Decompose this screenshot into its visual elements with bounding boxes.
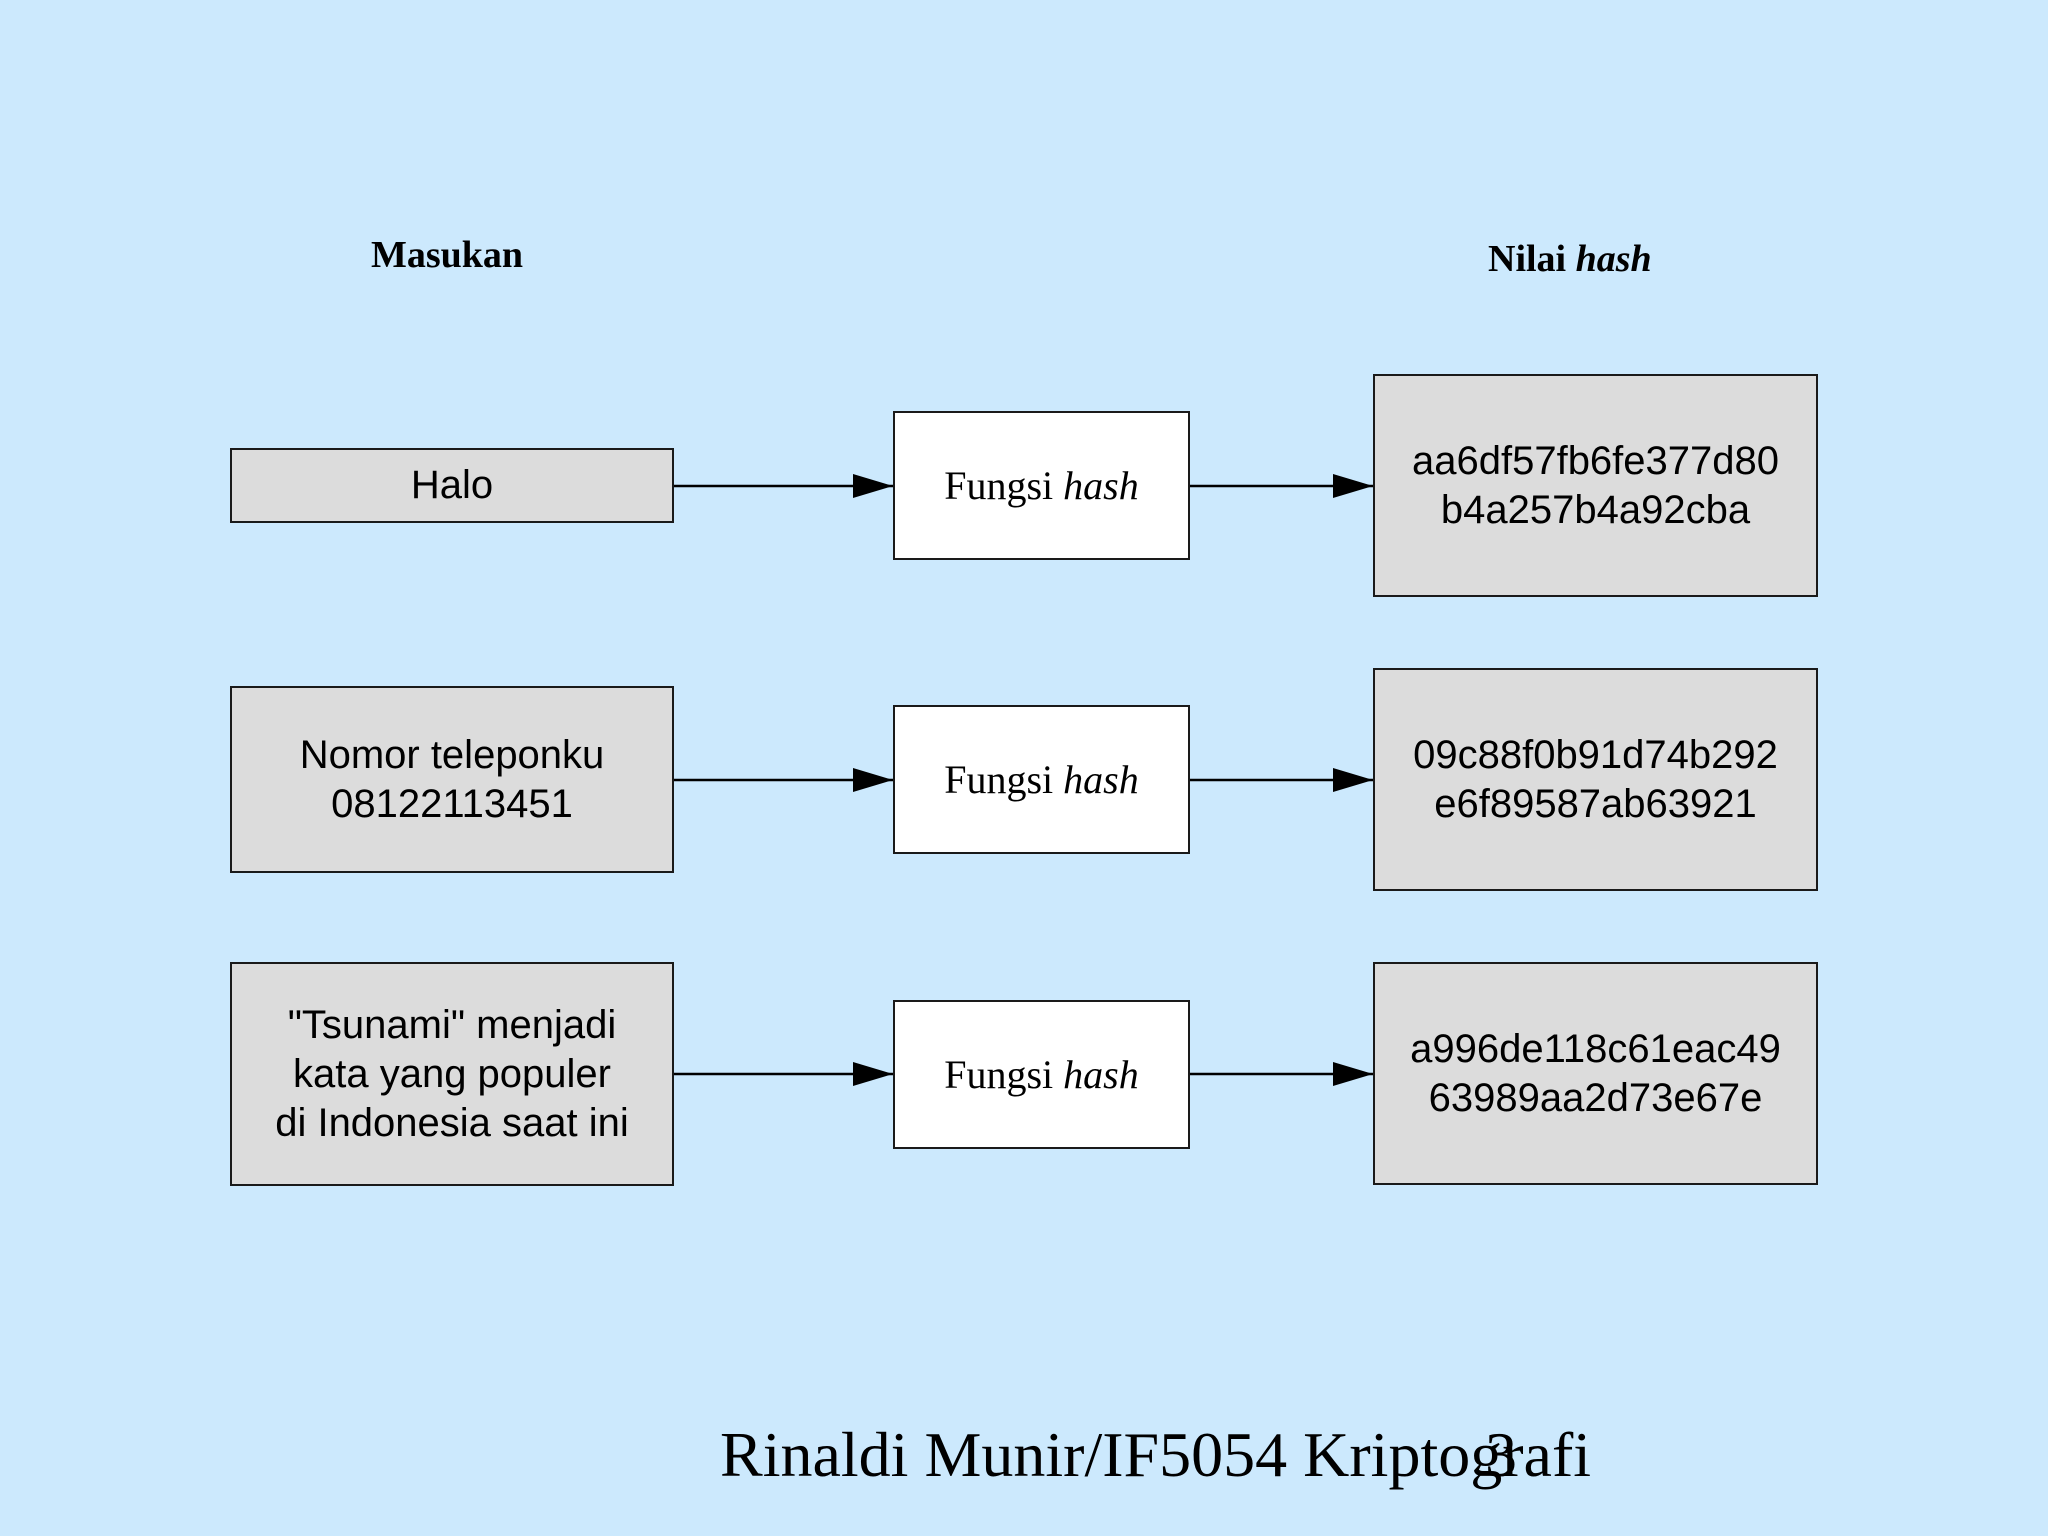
hash-line: aa6df57fb6fe377d80 <box>1411 438 1780 483</box>
output-column-heading: Nilai hash <box>1488 237 1652 281</box>
hash-line: 09c88f0b91d74b292 <box>1413 732 1778 777</box>
input-text-3: "Tsunami" menjadi kata yang populer di I… <box>275 1001 629 1148</box>
input-text-1: Halo <box>411 461 493 510</box>
hash-value-2: 09c88f0b91d74b292 e6f89587ab63921 <box>1413 731 1778 829</box>
function-label-emphasis: hash <box>1063 463 1139 508</box>
function-label-prefix: Fungsi <box>944 757 1064 802</box>
output-heading-prefix: Nilai <box>1488 238 1576 280</box>
function-label-prefix: Fungsi <box>944 1052 1064 1097</box>
hash-function-box-3: Fungsi hash <box>893 1000 1190 1149</box>
input-line: "Tsunami" menjadi <box>287 1002 617 1047</box>
hash-function-box-1: Fungsi hash <box>893 411 1190 560</box>
input-line: Halo <box>410 463 494 507</box>
function-label-emphasis: hash <box>1063 1052 1139 1097</box>
hash-line: e6f89587ab63921 <box>1434 781 1757 826</box>
function-label-1: Fungsi hash <box>944 462 1139 509</box>
hash-line: a996de118c61eac49 <box>1410 1026 1781 1071</box>
input-text-2: Nomor teleponku 08122113451 <box>300 731 605 829</box>
hash-function-box-2: Fungsi hash <box>893 705 1190 854</box>
input-line: 08122113451 <box>331 781 573 826</box>
page-number: 3 <box>1485 1419 1517 1490</box>
input-box-3: "Tsunami" menjadi kata yang populer di I… <box>230 962 674 1186</box>
hash-output-box-1: aa6df57fb6fe377d80 b4a257b4a92cba <box>1373 374 1818 597</box>
hash-output-box-2: 09c88f0b91d74b292 e6f89587ab63921 <box>1373 668 1818 891</box>
hash-output-box-3: a996de118c61eac49 63989aa2d73e67e <box>1373 962 1818 1185</box>
hash-line: 63989aa2d73e67e <box>1428 1075 1763 1120</box>
input-line: di Indonesia saat ini <box>275 1100 629 1145</box>
hash-value-3: a996de118c61eac49 63989aa2d73e67e <box>1410 1025 1781 1123</box>
input-column-heading: Masukan <box>371 233 523 277</box>
input-line: Nomor teleponku <box>299 732 605 777</box>
slide-footer: Rinaldi Munir/IF5054 Kriptografi <box>720 1419 1592 1490</box>
output-heading-emphasis: hash <box>1575 238 1652 280</box>
function-label-emphasis: hash <box>1063 757 1139 802</box>
hash-line: b4a257b4a92cba <box>1440 487 1751 532</box>
input-line: kata yang populer <box>292 1051 611 1096</box>
input-box-1: Halo <box>230 448 674 523</box>
function-label-2: Fungsi hash <box>944 756 1139 803</box>
function-label-prefix: Fungsi <box>944 463 1064 508</box>
input-box-2: Nomor teleponku 08122113451 <box>230 686 674 873</box>
input-heading-text: Masukan <box>371 234 524 276</box>
hash-value-1: aa6df57fb6fe377d80 b4a257b4a92cba <box>1412 437 1779 535</box>
function-label-3: Fungsi hash <box>944 1051 1139 1098</box>
